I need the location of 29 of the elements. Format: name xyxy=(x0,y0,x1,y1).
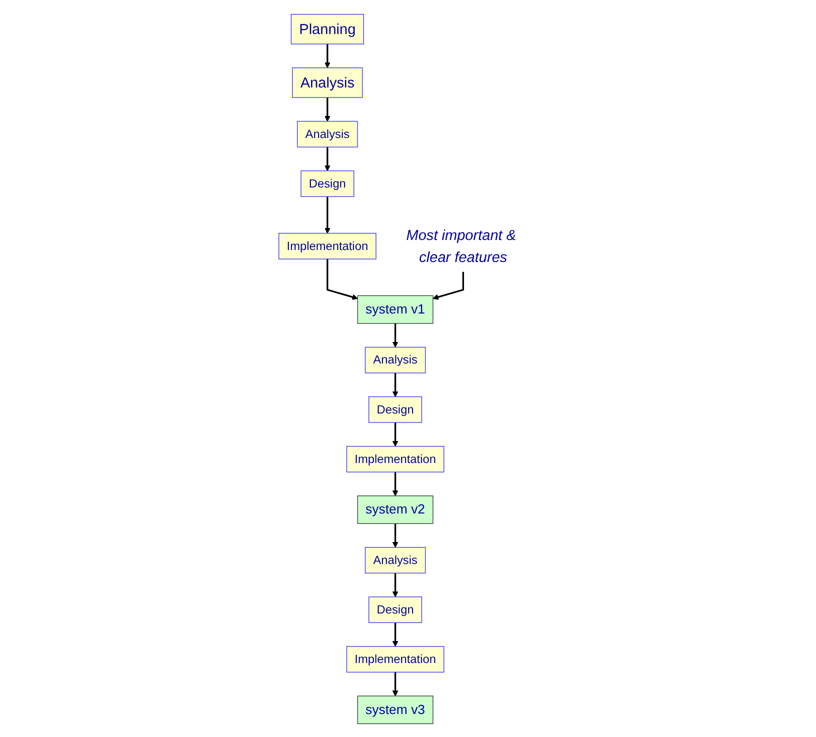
arrow xyxy=(432,271,464,300)
arrow xyxy=(392,372,398,396)
arrow xyxy=(392,622,398,646)
node-box: system v3 xyxy=(357,695,434,724)
node-box: system v1 xyxy=(357,294,434,324)
node-box: Design xyxy=(300,170,354,196)
node-box: Implementation xyxy=(346,646,444,672)
arrow xyxy=(392,523,398,548)
node-box: Analysis xyxy=(364,546,426,573)
node-box: Implementation xyxy=(346,445,444,472)
node-box: Design xyxy=(368,396,422,422)
arrow xyxy=(324,44,330,68)
node-box: Planning xyxy=(290,13,364,44)
arrow xyxy=(326,258,358,300)
arrow xyxy=(324,196,330,234)
node-box: Analysis xyxy=(364,346,426,373)
node-box: Design xyxy=(368,596,422,622)
arrow xyxy=(324,146,330,171)
arrow xyxy=(392,472,398,496)
arrow xyxy=(392,322,398,347)
arrow xyxy=(392,672,398,696)
node-box: Analysis xyxy=(297,120,358,147)
node-box: Analysis xyxy=(292,66,363,98)
node-text: Most important & clear features xyxy=(406,226,516,265)
node-box: system v2 xyxy=(357,495,434,524)
arrow xyxy=(324,97,330,122)
arrow xyxy=(392,422,398,446)
node-box: Implementation xyxy=(278,232,376,259)
arrow xyxy=(392,572,398,597)
